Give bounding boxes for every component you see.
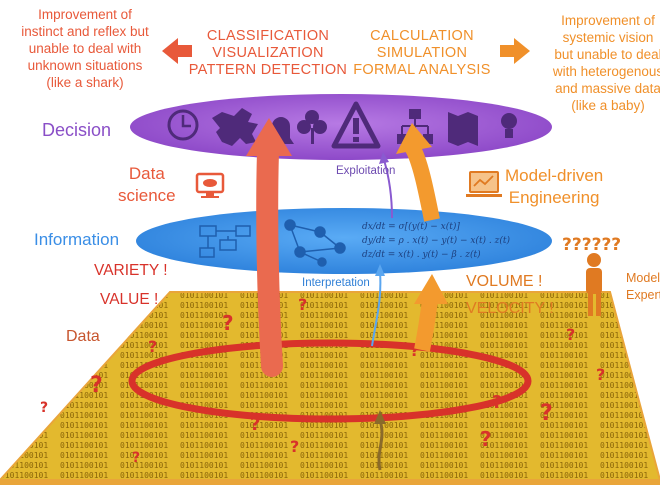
modeling-question-marks: ??????	[562, 235, 621, 255]
text-line: and massive data	[555, 81, 660, 96]
europe-map-icon	[212, 108, 258, 146]
baby-improvement-text: Improvement of systemic vision but unabl…	[538, 12, 660, 114]
flowchart-icon	[199, 225, 251, 258]
warning-icon	[331, 101, 381, 149]
data-ellipse	[128, 339, 532, 423]
question-mark: ?	[480, 427, 492, 451]
label-line: Engineering	[508, 188, 600, 207]
text-line: with heterogenous	[552, 64, 660, 79]
label-line: science	[118, 186, 176, 205]
task-line: CLASSIFICATION	[206, 28, 330, 44]
org-chart-icon	[397, 109, 433, 144]
text-line: (like a shark)	[46, 75, 124, 90]
modeling-expert-figure	[586, 253, 602, 316]
label-line: Expert	[626, 288, 660, 302]
volume-label: VOLUME !	[466, 273, 543, 290]
data-plane	[0, 291, 660, 485]
information-label: Information	[34, 230, 120, 249]
graph-network-icon	[284, 219, 346, 267]
computer-workstation-icon	[466, 171, 502, 197]
question-mark: ?	[40, 400, 48, 416]
interpretation-arrow	[371, 271, 382, 347]
question-mark: ?	[148, 337, 157, 356]
task-line: VISUALIZATION	[212, 45, 324, 61]
exploitation-arrow	[383, 159, 393, 219]
value-label: VALUE !	[100, 291, 159, 308]
text-line: Improvement of	[38, 7, 132, 22]
velocity-label: VELOCITY !	[466, 300, 554, 317]
question-mark: ?	[250, 414, 260, 435]
text-line: systemic vision	[562, 30, 654, 45]
lorenz-equations: dx/dt = σ[(y(t) − x(t)] dy/dt = ρ . x(t)…	[362, 220, 510, 262]
model-driven-label: Model-driven Engineering	[505, 165, 603, 209]
left-arrow-icon	[162, 38, 192, 64]
clover-icon	[297, 110, 327, 144]
lightbulb-icon	[501, 113, 517, 138]
decision-label: Decision	[42, 120, 112, 140]
label-line: Model-driven	[505, 166, 604, 185]
question-mark: ?	[596, 365, 605, 384]
monitor-chart-icon	[195, 172, 225, 198]
modeling-expert-label: Modeling Expert	[626, 270, 660, 304]
information-ellipse	[136, 208, 552, 274]
map-icon	[448, 112, 478, 146]
data-science-tasks: CLASSIFICATION VISUALIZATION PATTERN DET…	[188, 28, 348, 79]
question-mark: ?	[410, 341, 419, 360]
data-science-label: Data science	[118, 163, 176, 207]
question-mark: ?	[132, 450, 140, 466]
shark-improvement-text: Improvement of instinct and reflex but u…	[0, 6, 170, 91]
task-line: PATTERN DETECTION	[188, 62, 348, 78]
label-line: Data	[128, 164, 165, 183]
question-mark: ?	[540, 401, 553, 426]
equation-line: dz/dt = x(t) . y(t) − β . z(t)	[362, 250, 481, 260]
task-line: CALCULATION	[370, 28, 474, 44]
exploitation-label: Exploitation	[336, 165, 396, 177]
equation-line: dy/dt = ρ . x(t) − y(t) − x(t) . z(t)	[362, 236, 511, 246]
mde-arrow-upper	[404, 142, 440, 222]
variety-label: VARIETY !	[94, 262, 168, 279]
mde-tasks: CALCULATION SIMULATION FORMAL ANALYSIS	[352, 28, 492, 79]
clock-icon	[167, 109, 199, 141]
text-line: instinct and reflex but	[21, 24, 149, 39]
question-mark: ?	[290, 437, 299, 456]
question-mark: ?	[566, 325, 575, 344]
text-line: but unable to deal	[554, 47, 660, 62]
question-mark: ?	[222, 311, 234, 335]
right-arrow-icon	[500, 38, 530, 64]
data-science-arrow	[256, 141, 283, 377]
interpretation-label: Interpretation	[302, 277, 370, 289]
text-line: unable to deal with	[28, 41, 142, 56]
question-mark: ?	[298, 295, 307, 314]
bottom-arrow	[377, 419, 384, 471]
decision-ellipse	[130, 94, 552, 160]
mde-arrow-lower	[414, 299, 438, 352]
equation-line: dx/dt = σ[(y(t) − x(t)]	[362, 222, 460, 232]
question-mark: ?	[90, 373, 103, 398]
text-line: (like a baby)	[571, 98, 645, 113]
task-line: FORMAL ANALYSIS	[353, 62, 491, 78]
label-line: Modeling	[626, 271, 660, 285]
data-label: Data	[66, 328, 100, 345]
text-line: unknown situations	[27, 58, 143, 73]
text-line: Improvement of	[561, 13, 655, 28]
task-line: SIMULATION	[376, 45, 468, 61]
